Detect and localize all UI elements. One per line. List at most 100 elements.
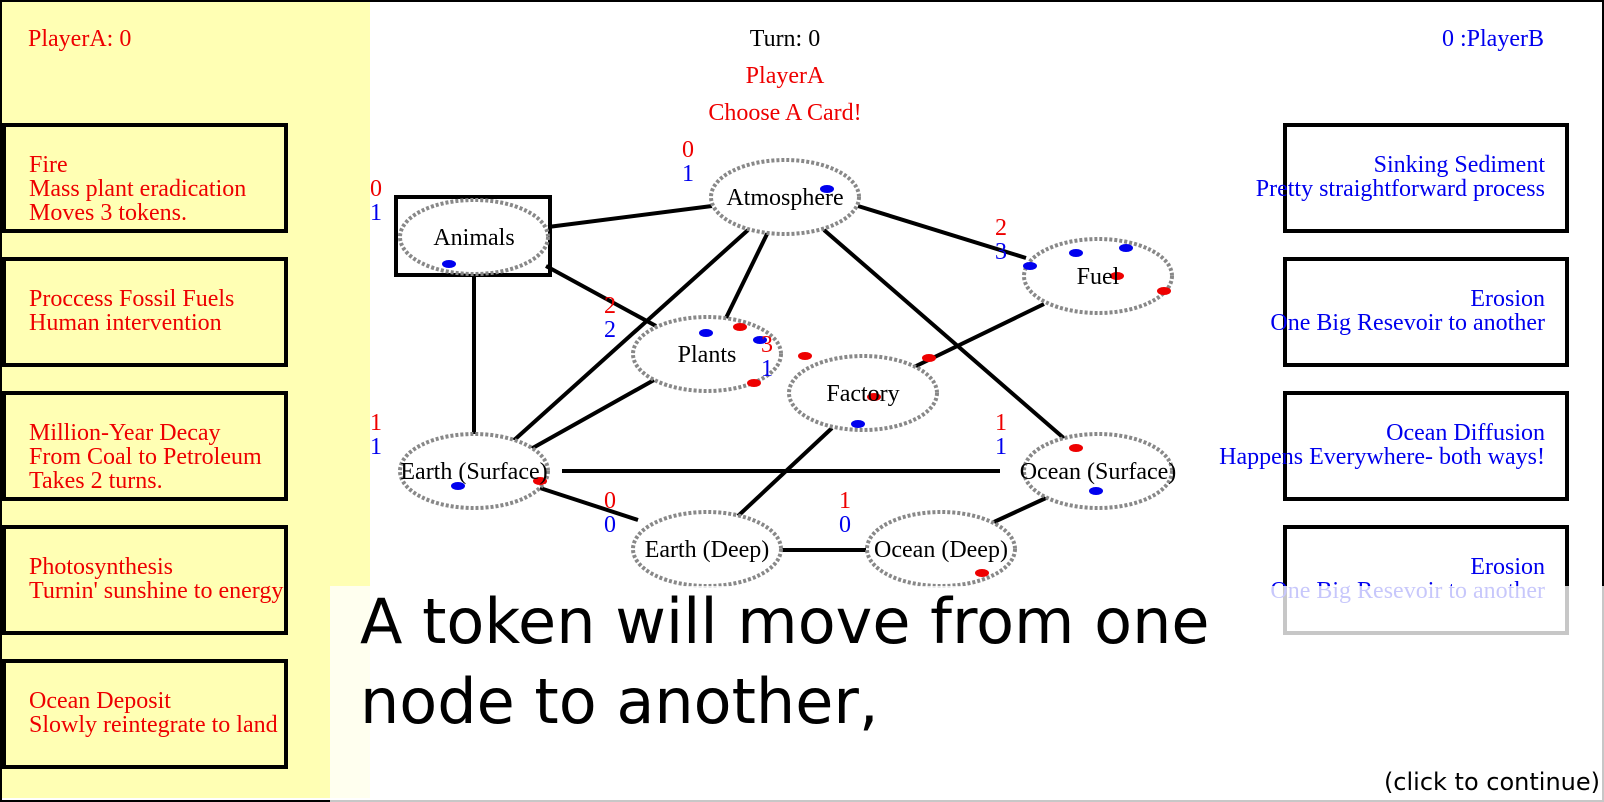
edge-atmosphere-ocean-surface — [822, 228, 1068, 442]
edge-atmosphere-plants — [724, 231, 770, 319]
edge-atmosphere-fuel — [857, 204, 1027, 260]
card-title: Photosynthesis — [29, 554, 174, 580]
edges — [472, 204, 1068, 552]
node-fuel[interactable] — [1022, 237, 1174, 315]
count-a-factory: 3 — [761, 332, 773, 358]
count-a-ocean-deep: 1 — [839, 488, 851, 514]
token-a — [1069, 444, 1083, 452]
card-description: Mass plant eradication — [29, 176, 247, 202]
node-earth-surface[interactable] — [398, 432, 550, 510]
token-b — [820, 185, 834, 193]
count-b-atmosphere: 1 — [682, 161, 694, 187]
nodes — [398, 158, 1174, 588]
card-description: Slowly reintegrate to land — [29, 712, 278, 738]
count-b-plants: 2 — [604, 317, 616, 343]
token-a — [867, 393, 881, 401]
card-title: Erosion — [1470, 554, 1545, 580]
card-description: Pretty straightforward process — [1255, 176, 1545, 202]
card-description: Happens Everywhere- both ways! — [1219, 444, 1545, 470]
token-b — [753, 336, 767, 344]
node-label-factory: Factory — [826, 381, 899, 407]
token-a — [1157, 287, 1171, 295]
card-title: Sinking Sediment — [1373, 152, 1545, 178]
card-title: Million-Year Decay — [29, 420, 221, 446]
player-a-score: PlayerA: 0 — [28, 26, 132, 52]
token-b — [451, 482, 465, 490]
count-a-earth-deep: 0 — [604, 488, 616, 514]
node-ocean-surface[interactable] — [1022, 432, 1174, 510]
node-label-animals: Animals — [433, 225, 514, 251]
count-a-plants: 2 — [604, 293, 616, 319]
token-a — [922, 354, 936, 362]
card-effect: Takes 2 turns. — [29, 468, 163, 494]
tokens — [442, 185, 1171, 577]
card-title: Ocean Diffusion — [1386, 420, 1545, 446]
tutorial-overlay[interactable] — [330, 586, 1604, 802]
node-atmosphere[interactable] — [709, 158, 861, 236]
token-a — [533, 477, 547, 485]
token-a — [747, 379, 761, 387]
card-title: Proccess Fossil Fuels — [29, 286, 235, 312]
count-a-atmosphere: 0 — [682, 137, 694, 163]
node-earth-deep[interactable] — [631, 510, 783, 588]
node-factory[interactable] — [787, 354, 939, 432]
token-a — [733, 323, 747, 331]
node-label-ocean-deep: Ocean (Deep) — [874, 537, 1008, 563]
edge-earth-surface-earth-deep — [539, 486, 639, 522]
count-a-earth-surface: 1 — [370, 410, 382, 436]
current-player: PlayerA — [745, 63, 825, 89]
edge-plants-earth-surface — [521, 378, 655, 456]
node-label-plants: Plants — [678, 342, 737, 368]
token-b — [699, 329, 713, 337]
card-description: Human intervention — [29, 310, 222, 336]
count-b-earth-surface: 1 — [370, 434, 382, 460]
tutorial-line-2: node to another, — [360, 665, 879, 738]
turn-prompt: Choose A Card! — [708, 100, 862, 126]
token-a — [798, 352, 812, 360]
token-b — [1119, 244, 1133, 252]
count-b-ocean-deep: 0 — [839, 512, 851, 538]
token-a — [975, 569, 989, 577]
node-ocean-deep[interactable] — [865, 510, 1017, 588]
count-b-factory: 1 — [761, 356, 773, 382]
node-labels: Atmosphere Animals Fuel Plants Factory E… — [400, 185, 1176, 563]
count-a-ocean-surface: 1 — [995, 410, 1007, 436]
card-description: One Big Resevoir to another — [1270, 310, 1545, 336]
token-b — [1089, 487, 1103, 495]
edge-ocean-deep-ocean-surface — [993, 496, 1047, 524]
turn-counter: Turn: 0 — [749, 26, 821, 52]
count-b-animals: 1 — [370, 200, 382, 226]
tutorial-line-1: A token will move from one — [360, 585, 1210, 658]
count-b-earth-deep: 0 — [604, 512, 616, 538]
token-b — [442, 260, 456, 268]
token-b — [1069, 249, 1083, 257]
card-description: From Coal to Petroleum — [29, 444, 262, 470]
node-animals[interactable] — [398, 198, 550, 276]
edge-animals-atmosphere — [547, 204, 713, 229]
count-b-fuel: 3 — [995, 239, 1007, 265]
node-label-earth-surface: Earth (Surface) — [400, 459, 547, 485]
card-title: Ocean Deposit — [29, 688, 171, 714]
node-label-fuel: Fuel — [1077, 264, 1120, 290]
card-title: Erosion — [1470, 286, 1545, 312]
node-plants[interactable] — [631, 315, 783, 393]
node-counts: 0 1 0 1 2 3 2 2 3 1 1 1 1 1 0 0 1 0 — [370, 137, 1007, 538]
continue-link[interactable]: (click to continue) — [1383, 768, 1600, 796]
tutorial-message: A token will move from one node to anoth… — [360, 582, 1210, 742]
token-a — [1110, 272, 1124, 280]
player-b-score: 0 :PlayerB — [1442, 26, 1544, 52]
count-a-fuel: 2 — [995, 215, 1007, 241]
node-label-ocean-surface: Ocean (Surface) — [1020, 459, 1177, 485]
token-b — [1023, 262, 1037, 270]
edge-animals-plants — [545, 264, 657, 328]
count-b-ocean-surface: 1 — [995, 434, 1007, 460]
